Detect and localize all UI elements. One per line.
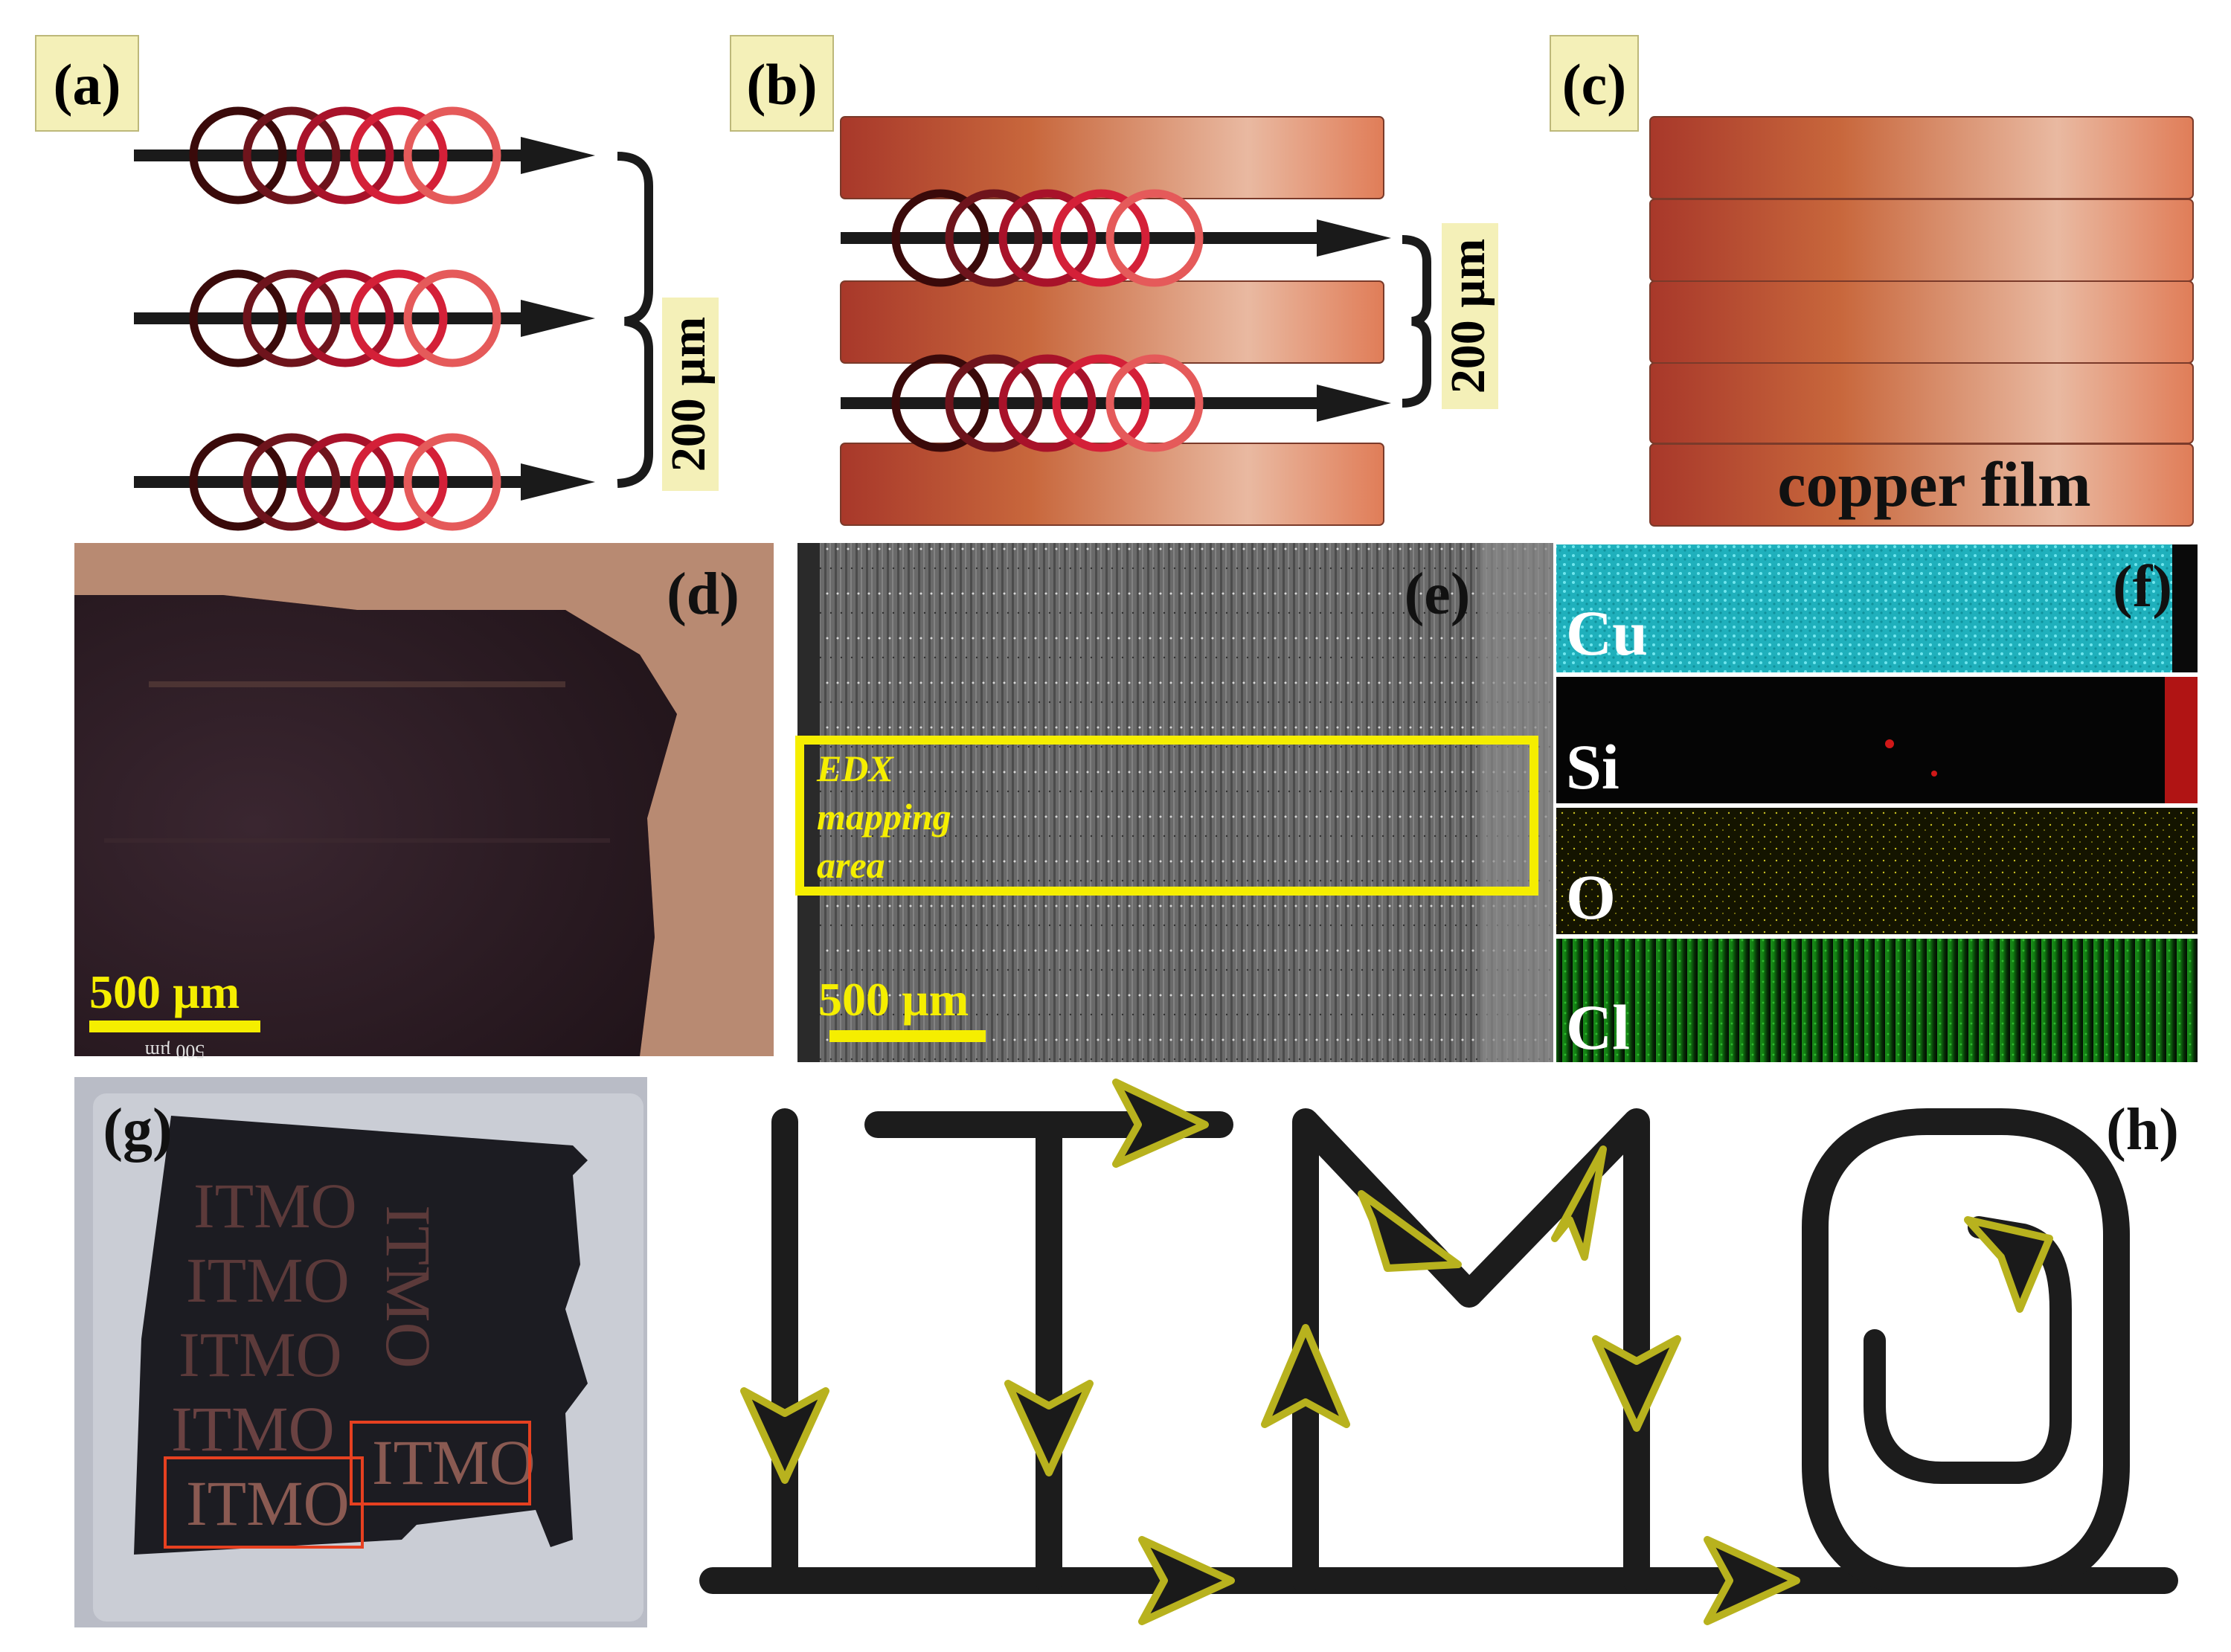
cl-map [1556,939,2198,1062]
copper-track [1649,362,2194,444]
cu-map [1556,544,2198,672]
panel-h [699,1108,2178,1594]
panel-b-scale: 200 µm [1441,239,1495,394]
arrow-down-right-icon [1358,1190,1462,1272]
sample-film [134,1116,588,1555]
scan-line-row [841,189,1391,287]
arrowhead [1317,219,1391,257]
ablated-region [74,595,677,1056]
map-label-cu: Cu [1566,597,1648,669]
edx-area-line: mapping [817,796,951,838]
arrow-right-icon [1138,1536,1235,1625]
panel-e-label: (e) [1405,562,1471,627]
map-label-cl: Cl [1566,991,1630,1063]
copper-track [840,280,1384,364]
mirror-scale-text: 500 µm [145,1041,205,1062]
engraved-text: ITMO [179,1319,342,1390]
arrow-up-icon [1261,1324,1350,1428]
scan-line-row [134,433,595,531]
arrow-up-right-icon [1551,1145,1607,1261]
panel-a-label-box [35,35,139,132]
engraved-text: ITMO [171,1393,335,1465]
scan-line-row [134,106,595,205]
direction-arrows [740,1079,2053,1625]
arrowhead [521,300,595,337]
panel-a-label: (a) [54,52,121,117]
panel-f-label: (f) [2113,554,2172,620]
arrow-right-icon [1704,1536,1800,1625]
edx-area-line: EDX [816,748,894,789]
arrow-right-icon [1112,1079,1209,1168]
arrow-down-icon [740,1387,829,1484]
copper-track [1649,280,2194,364]
copper-track [840,116,1384,199]
panel-b-label: (b) [746,52,817,117]
scan-line-row [841,354,1391,452]
panel-d-scale: 500 µm [89,965,240,1018]
engraved-text-vertical: ITMO [373,1205,444,1369]
arrow-down-icon [1004,1380,1094,1476]
panel-d-label: (d) [667,562,739,627]
letter-m-path [1292,1108,1650,1594]
sem-image [797,543,1555,1062]
panel-g-label: (g) [103,1097,172,1163]
panel-d: (d) 500 µm 500 µm [74,543,774,1062]
panel-c-label: (c) [1562,52,1627,117]
letter-o-outer [1802,1108,2130,1594]
copper-edge-region [74,543,774,1056]
scan-line-row [134,269,595,367]
panel-c-label-box [1550,35,1639,132]
scale-bar [89,1021,260,1032]
panel-e-scale: 500 µm [818,973,969,1026]
brace [617,152,653,488]
panel-g: (g) ITMO ITMO ITMO ITMO ITMO ITMO ITMO [74,1077,647,1627]
arrow-down-icon [1592,1335,1681,1432]
panel-c-caption: copper film [1777,449,2090,520]
si-map [1556,677,2198,803]
panel-c: (c) copper film [1550,35,2194,527]
map-label-o: O [1566,861,1616,933]
scale-box [662,298,719,491]
engraved-labels: ITMO ITMO ITMO ITMO ITMO ITMO ITMO [171,1170,536,1539]
copper-track [1649,443,2194,527]
copper-track [1649,199,2194,282]
scale-bar [829,1030,986,1042]
engraved-text: ITMO [193,1170,357,1241]
brace [1402,235,1431,408]
arrowhead [521,137,595,174]
edx-mapping-area [795,736,1538,896]
arrowhead [1317,385,1391,422]
engraved-text: ITMO [186,1468,350,1539]
highlight-box [350,1421,531,1505]
engraved-text: ITMO [372,1427,536,1498]
copper-track [840,443,1384,526]
panel-a: (a) 200 [35,35,719,531]
panel-a-scale: 200 µm [661,317,716,472]
letter-o-inner [1864,1216,2072,1484]
panel-h-label: (h) [2106,1097,2179,1163]
map-label-si: Si [1566,731,1620,803]
scale-box [1442,223,1498,409]
arrowhead [521,463,595,501]
panel-b: (b) 200 µm [730,35,1498,526]
arrow-up-left-icon [1964,1216,2053,1313]
panel-b-label-box [730,35,834,132]
edx-area-line: area [817,844,885,886]
panel-f: (f) Cu Si O Cl [1553,543,2198,1064]
copper-track [1649,116,2194,199]
panel-e: (e) EDX mapping area 500 µm [795,543,1555,1062]
o-map [1556,808,2198,934]
engraved-text: ITMO [186,1244,350,1316]
